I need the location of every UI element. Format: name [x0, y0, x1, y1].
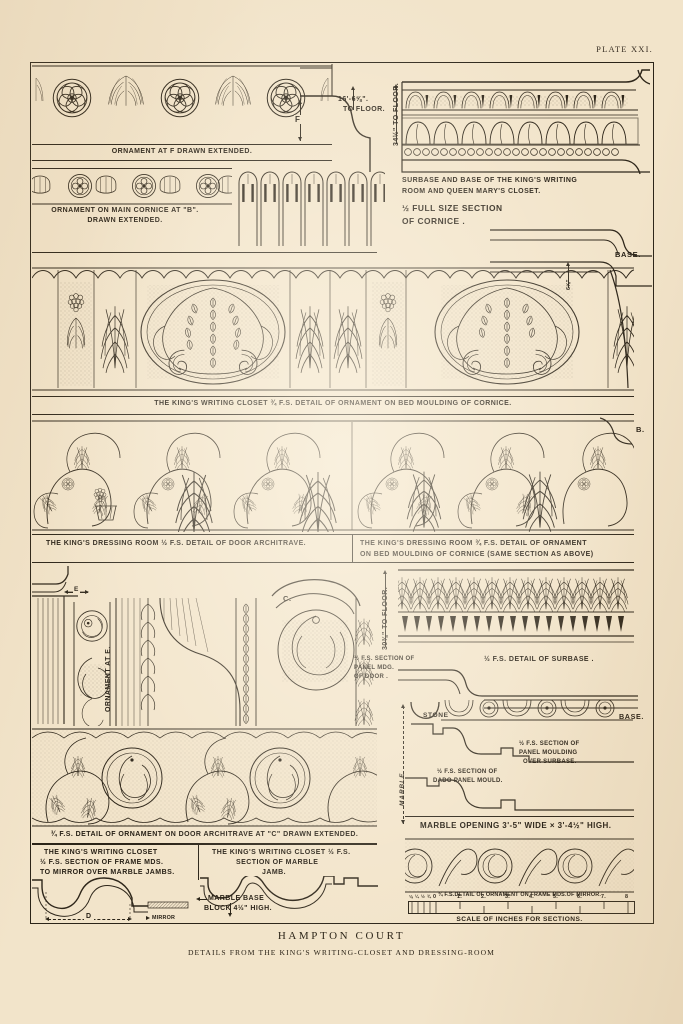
marble-divider-line	[403, 706, 404, 824]
rule-caption-divider	[352, 534, 353, 562]
scale-subtick-3: ½	[421, 894, 426, 899]
dim-30-arrow	[382, 570, 387, 574]
scale-tick-3: 3.	[505, 894, 510, 900]
caption-writing-closet-bedmould: THE KING'S WRITING CLOSET ¾ F.S. DETAIL …	[154, 400, 512, 407]
scale-tick-2: 2.	[481, 894, 486, 900]
scale-subtick-4: ¾	[427, 894, 432, 899]
dim-d-label: D	[84, 913, 94, 920]
caption-ornament-f: ORNAMENT AT F DRAWN EXTENDED.	[111, 148, 253, 155]
rule-marble-opening-top	[405, 816, 634, 817]
label-ornament-at-e: ORNAMENT AT E.	[105, 646, 112, 712]
rule-bedmould-bottom	[32, 414, 634, 415]
caption-scale-of-inches: SCALE OF INCHES FOR SECTIONS.	[456, 916, 583, 923]
caption-surbase-l1: SURBASE AND BASE OF THE KING'S WRITING	[402, 177, 578, 184]
caption-pmos-l3: OVER SURBASE.	[523, 759, 577, 765]
title-block: HAMPTON COURT DETAILS FROM THE KING'S WR…	[0, 930, 683, 957]
caption-halffs-l2: OF CORNICE .	[402, 216, 466, 226]
scale-tick-0: 0	[433, 894, 437, 900]
plate-number: PLATE XXI.	[596, 44, 653, 54]
dim-e-arrow-l	[64, 589, 68, 594]
caption-halffs-l1: ½ FULL SIZE SECTION	[402, 203, 503, 213]
caption-panel-mdg-door-l1: ½ F.S. SECTION OF	[354, 656, 415, 662]
writing-closet-bedmould-drawing	[32, 266, 634, 394]
caption-architrave-c: ¾ F.S. DETAIL OF ORNAMENT ON DOOR ARCHIT…	[50, 831, 359, 838]
dim-f-label: F	[294, 115, 302, 124]
caption-panel-mdg-door-l2: PANEL MDG.	[354, 665, 395, 671]
scale-ruler-ticklabels: 0 1. 2. 3. 4. 5. 6. 7. 8 ⅛ ¼ ½ ¾	[408, 894, 633, 902]
dim-f-arrow-up	[297, 100, 302, 104]
dim-16-arrow	[350, 86, 355, 90]
rule-ornament-f-bottom	[32, 160, 332, 161]
marble-arrow-up	[400, 704, 405, 708]
architrave-c-ornament-drawing	[32, 728, 377, 828]
scale-tick-7: 7.	[601, 894, 606, 900]
caption-dressing-bedmould-l1: THE KING'S DRESSING ROOM ¾ F.S. DETAIL O…	[360, 540, 587, 547]
label-point-b: B.	[636, 425, 645, 434]
label-point-c: C.	[283, 594, 292, 603]
rule-bedmould-top	[32, 396, 634, 397]
marble-arrow-down	[400, 820, 405, 824]
caption-panel-mdg-door-l3: OF DOOR .	[354, 674, 389, 680]
door-architrave-elevation	[32, 566, 377, 726]
dim-d-arrow-l	[45, 916, 49, 921]
caption-marble-base-l2: BLOCK 4½" HIGH.	[204, 905, 273, 912]
rule-dressing-bottom	[32, 562, 634, 563]
label-base-top-right: BASE.	[615, 250, 641, 259]
fluted-section-drawing	[235, 168, 385, 246]
dim-16-sub: TO FLOOR.	[343, 106, 386, 113]
surbase-detail-drawing	[398, 568, 634, 648]
scale-subtick-2: ¼	[415, 894, 420, 899]
ornament-b-drawing	[32, 167, 232, 207]
caption-dressing-architrave: THE KING'S DRESSING ROOM ½ F.S. DETAIL O…	[46, 540, 307, 547]
caption-marble-base-l1: MARBLE BASE	[208, 895, 265, 902]
label-base-lower-right: BASE.	[619, 712, 644, 721]
dim-30-label: 30⅜" TO FLOOR.	[382, 586, 389, 650]
label-mirror: MIRROR	[152, 915, 176, 921]
marble-stone-base-drawing	[405, 700, 634, 830]
caption-ornament-b-l2: DRAWN EXTENDED.	[87, 217, 163, 224]
scale-tick-5: 5.	[553, 894, 558, 900]
dim-f-arrow-down	[297, 137, 302, 141]
caption-marble-jamb-l2: SECTION OF MARBLE	[236, 859, 319, 866]
scale-tick-6: 6.	[577, 894, 582, 900]
plate-subtitle: DETAILS FROM THE KING'S WRITING-CLOSET A…	[187, 948, 496, 957]
marble-base-leader	[199, 899, 207, 900]
mirror-arrow	[146, 915, 150, 920]
caption-dressing-bedmould-l2: ON BED MOULDING OF CORNICE (SAME SECTION…	[360, 551, 594, 558]
rule-dressing-top	[32, 534, 634, 535]
rule-ornament-f-top	[32, 144, 332, 145]
scale-tick-4: 4.	[529, 894, 534, 900]
rule-bl-divider	[198, 844, 199, 880]
caption-ornament-b-l1: ORNAMENT ON MAIN CORNICE AT "B".	[51, 207, 199, 214]
dressing-room-ornament-drawing	[32, 420, 634, 532]
dim-e-label: E	[73, 586, 80, 593]
plate-title: HAMPTON COURT	[277, 930, 406, 942]
caption-marble-jamb-l1: THE KING'S WRITING CLOSET ½ F.S.	[212, 849, 351, 856]
scale-tick-1: 1.	[457, 894, 462, 900]
caption-pmos-l1: ½ F.S. SECTION OF	[519, 741, 580, 747]
mirror-frame-ornament-drawing	[405, 838, 634, 894]
dim-16-label: 16'-6⅝".	[338, 96, 369, 103]
caption-dado-l1: ½ F.S. SECTION OF	[437, 769, 498, 775]
dim-e-arrow-r	[85, 589, 89, 594]
ornament-f-drawing	[32, 64, 332, 142]
caption-surbase-l2: ROOM AND QUEEN MARY'S CLOSET.	[402, 188, 541, 195]
caption-marble-opening: MARBLE OPENING 3'-5" WIDE × 3'-4½" HIGH.	[420, 821, 612, 830]
surbase-cornice-drawing	[400, 68, 650, 176]
dim-d-arrow-r	[128, 916, 132, 921]
caption-pmos-l2: PANEL MOULDING	[519, 750, 578, 756]
scale-ruler	[408, 901, 635, 914]
marble-base-leader-v	[230, 903, 232, 914]
label-marble-vertical: MARBLE	[399, 772, 406, 806]
rule-sep-1	[32, 252, 377, 253]
scale-subtick-1: ⅛	[409, 894, 414, 899]
rule-bl-1	[32, 844, 377, 845]
scale-tick-8: 8	[625, 894, 629, 900]
caption-frame-mds-l2: ½ F.S. SECTION OF FRAME MDS.	[40, 859, 164, 866]
label-stone: STONE	[423, 712, 449, 719]
caption-frame-mds-l1: THE KING'S WRITING CLOSET	[44, 849, 158, 856]
caption-dado-l2: DADO PANEL MOULD.	[433, 778, 503, 784]
